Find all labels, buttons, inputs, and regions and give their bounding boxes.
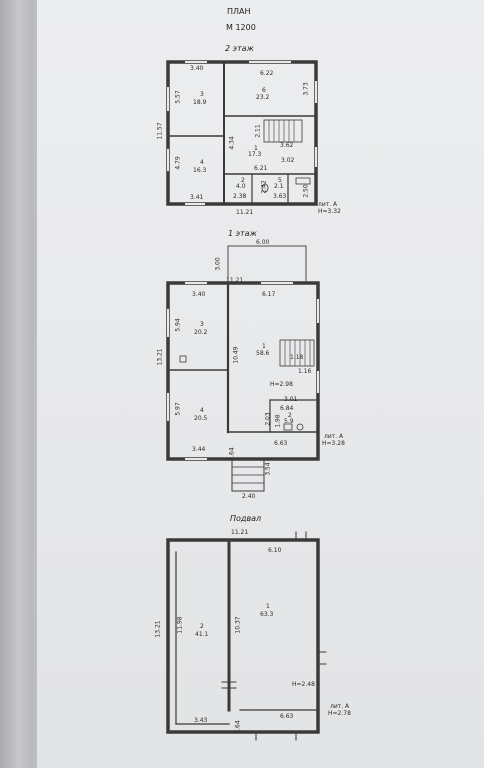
- floor2-dim-left-lower: 4.79: [174, 156, 182, 170]
- floor2-dim-r-upper: 3.73: [302, 82, 310, 96]
- floor1-room4-num: 4: [200, 407, 204, 414]
- sheet-edge: [34, 0, 37, 768]
- floor1-room3-area: 20.2: [194, 329, 208, 336]
- floor1-plan: [166, 245, 320, 492]
- floor2-dim-stair-w: 3.62: [280, 142, 294, 149]
- plan-title: ПЛАН: [227, 7, 251, 16]
- floor1-inner-height: H=2.98: [270, 381, 293, 388]
- floor2-dim-stair-v: 2.11: [254, 124, 262, 138]
- floor2-room4-num: 4: [200, 159, 204, 166]
- basement-dim-entry-w: 1.64: [234, 720, 242, 734]
- floor2-room3-num: 3: [200, 91, 204, 98]
- floor1-dim-bath-w: 3.01: [284, 396, 298, 403]
- floor2-room3-area: 18.9: [193, 99, 207, 106]
- floor1-dim-left-lower: 5.97: [174, 402, 182, 416]
- floor1-dim-mid-v: 10.49: [232, 346, 240, 364]
- floor2-dim-mid-w: 6.21: [254, 165, 268, 172]
- floor1-height: H=3.28: [322, 440, 345, 447]
- floor1-dim-steps-l: 3.54: [264, 462, 272, 476]
- floor2-dim-hall-w: 3.02: [281, 157, 295, 164]
- floor2-lit: лит. А: [318, 201, 338, 208]
- floor2-room1-num: 1: [254, 145, 258, 152]
- basement-room2-area: 41.1: [195, 631, 209, 638]
- floor2-room6-num: 6: [262, 87, 266, 94]
- basement-dim-top-total: 11.21: [231, 529, 249, 536]
- floor1-dim-left-upper: 5.94: [174, 318, 182, 332]
- floor1-dim-porch-w: 6.00: [256, 239, 270, 246]
- floor2-height: H=3.32: [318, 208, 341, 215]
- floor2-dim-small4: 2.50: [302, 184, 310, 198]
- basement-inner-height: H=2.48: [292, 681, 315, 688]
- basement-title: Подвал: [230, 514, 262, 523]
- floor1-room-extra-area: 6.84: [280, 405, 294, 412]
- basement-room1-num: 1: [266, 603, 270, 610]
- floor2-dim-left-total: 11.57: [156, 122, 164, 140]
- floor2-dim-top-right: 6.22: [260, 70, 274, 77]
- floor1-room1-num: 1: [262, 343, 266, 350]
- plan-scale: М 1200: [226, 23, 256, 32]
- floor1-dim-stair-d: 1.18: [290, 354, 304, 361]
- floor1-dim-bottom-right: 6.63: [274, 440, 288, 447]
- basement-dim-top-right: 6.10: [268, 547, 282, 554]
- floor2-room5-area: 2.1: [274, 183, 284, 190]
- floor2-dim-small1: 2.38: [233, 193, 247, 200]
- floor1-room4-area: 20.5: [194, 415, 208, 422]
- floor2-dim-top-left: 3.40: [190, 65, 204, 72]
- floor1-dim-bath-v2: 1.98: [274, 414, 282, 428]
- floor2-room2-area: 4.0: [236, 183, 246, 190]
- floor2-dim-bottom-left: 3.41: [190, 194, 204, 201]
- floor2-plan: [166, 60, 318, 206]
- floor1-room2-num: 2: [288, 412, 292, 419]
- basement-height: H=2.78: [328, 710, 351, 717]
- floor2-room4-area: 16.3: [193, 167, 207, 174]
- paper-sheet: [34, 0, 484, 768]
- basement-dim-bottom-right: 6.63: [280, 713, 294, 720]
- basement-dim-left-inner: 11.98: [176, 616, 184, 634]
- floor1-room1-area: 58.6: [256, 350, 270, 357]
- basement-room1-area: 63.3: [260, 611, 274, 618]
- floor2-dim-small2: 3.63: [273, 193, 287, 200]
- floor2-dim-left-upper: 5.57: [174, 90, 182, 104]
- basement-room2-num: 2: [200, 623, 204, 630]
- basement-dim-left-total: 13.21: [154, 620, 162, 638]
- basement-lit: лит. А: [330, 703, 350, 710]
- floor2-title: 2 этаж: [225, 44, 254, 53]
- floor1-dim-porch-h: 3.00: [214, 257, 222, 271]
- basement-dim-bottom-left: 3.43: [194, 717, 208, 724]
- floor1-room3-num: 3: [200, 321, 204, 328]
- floor1-dim-top-right: 6.17: [262, 291, 276, 298]
- floor2-room1-area: 17.3: [248, 151, 262, 158]
- floor1-dim-steps-w: 2.40: [242, 493, 256, 500]
- floor1-dim-top-left: 3.40: [192, 291, 206, 298]
- basement-dim-mid-v: 10.37: [234, 616, 242, 634]
- floor2-room5-num: 5: [278, 177, 282, 184]
- floor1-title: 1 этаж: [228, 229, 257, 238]
- basement-plan: [166, 531, 327, 741]
- floor2-dim-small3: 2.42: [260, 180, 268, 194]
- floor2-room2-num: 2: [241, 177, 245, 184]
- floor2-dim-bottom-total: 11.21: [236, 209, 254, 216]
- floor1-dim-entry-w: 1.64: [228, 447, 236, 461]
- binder-edge: [0, 0, 34, 768]
- floor1-room2-area: 5.9: [284, 418, 294, 425]
- floor1-dim-top-total: 11.21: [226, 277, 244, 284]
- floor2-dim-wc-v: 4.34: [228, 136, 236, 150]
- floor2-room6-area: 23.2: [256, 94, 270, 101]
- floor1-dim-bottom-left: 3.44: [192, 446, 206, 453]
- floor1-lit: лит. А: [324, 433, 344, 440]
- floor1-dim-left-total: 13.21: [156, 348, 164, 366]
- floor1-dim-stair-w: 1.16: [298, 368, 312, 375]
- floor1-dim-bath-v: 2.03: [264, 412, 272, 426]
